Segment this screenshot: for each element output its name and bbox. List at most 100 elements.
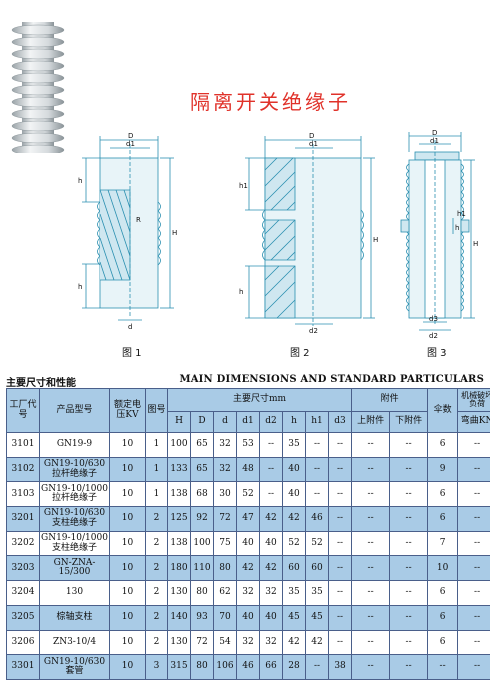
cell-d3: --: [329, 531, 352, 556]
cell-kv: 10: [110, 433, 146, 458]
fig1-dim-D: D: [128, 132, 133, 140]
header-dim-H: H: [168, 412, 191, 433]
cell-upper: --: [352, 507, 390, 532]
cell-lower: --: [390, 507, 428, 532]
cell-d2: 42: [260, 507, 283, 532]
cell-upper: --: [352, 655, 390, 680]
header-dim-h: h: [283, 412, 306, 433]
cell-d: 65: [191, 457, 214, 482]
cell-sheds: 6: [428, 605, 458, 630]
cell-d2: 32: [260, 630, 283, 655]
cell-lower: --: [390, 531, 428, 556]
header-main-dims: 主要尺寸mm: [168, 389, 352, 412]
cell-load: --: [458, 482, 490, 507]
cell-fig: 3: [146, 655, 168, 680]
cell-lower: --: [390, 581, 428, 606]
header-figure-no: 图号: [146, 389, 168, 433]
header-mech-load: 机械破坏负荷: [458, 389, 490, 412]
cell-code: 3102: [7, 457, 40, 482]
cell-lower: --: [390, 433, 428, 458]
cell-load: --: [458, 507, 490, 532]
cell-code: 3203: [7, 556, 40, 581]
cell-d2: --: [260, 457, 283, 482]
cell-d3: --: [329, 507, 352, 532]
cell-d1: 32: [237, 630, 260, 655]
cell-d: 32: [214, 457, 237, 482]
fig3-dim-h: h: [455, 224, 459, 232]
cell-d3: --: [329, 605, 352, 630]
cell-d: 80: [214, 556, 237, 581]
cell-lower: --: [390, 457, 428, 482]
header-lower: 下附件: [390, 412, 428, 433]
cell-upper: --: [352, 482, 390, 507]
cell-kv: 10: [110, 581, 146, 606]
cell-d3: --: [329, 482, 352, 507]
cell-fig: 2: [146, 605, 168, 630]
cell-fig: 1: [146, 433, 168, 458]
cell-fig: 2: [146, 531, 168, 556]
cell-model: 130: [40, 581, 110, 606]
cell-kv: 10: [110, 655, 146, 680]
cell-load: --: [458, 556, 490, 581]
cell-d2: 32: [260, 581, 283, 606]
figure-1-caption: 图 1: [122, 344, 142, 359]
cell-d: 110: [191, 556, 214, 581]
cell-h1: --: [306, 655, 329, 680]
cell-h: 315: [168, 655, 191, 680]
cell-d2: 42: [260, 556, 283, 581]
header-upper: 上附件: [352, 412, 390, 433]
cell-d: 30: [214, 482, 237, 507]
cell-d: 65: [191, 433, 214, 458]
cell-d: 80: [191, 581, 214, 606]
cell-h: 140: [168, 605, 191, 630]
fig1-dim-h-bottom: h: [78, 283, 82, 291]
cell-d2: 66: [260, 655, 283, 680]
cell-load: --: [458, 433, 490, 458]
cell-d: 68: [191, 482, 214, 507]
cell-sheds: 10: [428, 556, 458, 581]
cell-h1: --: [306, 482, 329, 507]
cell-lower: --: [390, 655, 428, 680]
cell-h: 35: [283, 581, 306, 606]
header-dim-D: D: [191, 412, 214, 433]
cell-load: --: [458, 605, 490, 630]
cell-lower: --: [390, 630, 428, 655]
cell-h: 130: [168, 630, 191, 655]
cell-kv: 10: [110, 556, 146, 581]
cell-code: 3301: [7, 655, 40, 680]
cell-d1: 52: [237, 482, 260, 507]
cell-lower: --: [390, 605, 428, 630]
fig1-dim-H: H: [172, 229, 177, 237]
cell-d: 62: [214, 581, 237, 606]
header-rated-voltage: 额定电压KV: [110, 389, 146, 433]
cell-fig: 1: [146, 457, 168, 482]
header-factory-code: 工厂代号: [7, 389, 40, 433]
cell-fig: 2: [146, 507, 168, 532]
cell-code: 3204: [7, 581, 40, 606]
cell-h1: 60: [306, 556, 329, 581]
page-title: 隔离开关绝缘子: [190, 86, 351, 115]
cell-d3: 38: [329, 655, 352, 680]
cell-d: 32: [214, 433, 237, 458]
cell-load: --: [458, 531, 490, 556]
cell-d: 100: [191, 531, 214, 556]
cell-sheds: 9: [428, 457, 458, 482]
cell-d: 70: [214, 605, 237, 630]
header-sheds: 伞数: [428, 389, 458, 433]
cell-d3: --: [329, 581, 352, 606]
cell-h1: 46: [306, 507, 329, 532]
cell-model: GN19-10/1000 支柱绝缘子: [40, 531, 110, 556]
insulator-photo: [8, 18, 68, 153]
cell-d1: 40: [237, 531, 260, 556]
cell-d3: --: [329, 556, 352, 581]
cell-h1: --: [306, 457, 329, 482]
cell-sheds: --: [428, 655, 458, 680]
cell-kv: 10: [110, 482, 146, 507]
cell-h: 40: [283, 457, 306, 482]
fig3-dim-h1: h1: [457, 210, 466, 218]
header-dim-h1: h1: [306, 412, 329, 433]
fig3-dim-D: D: [432, 130, 437, 137]
